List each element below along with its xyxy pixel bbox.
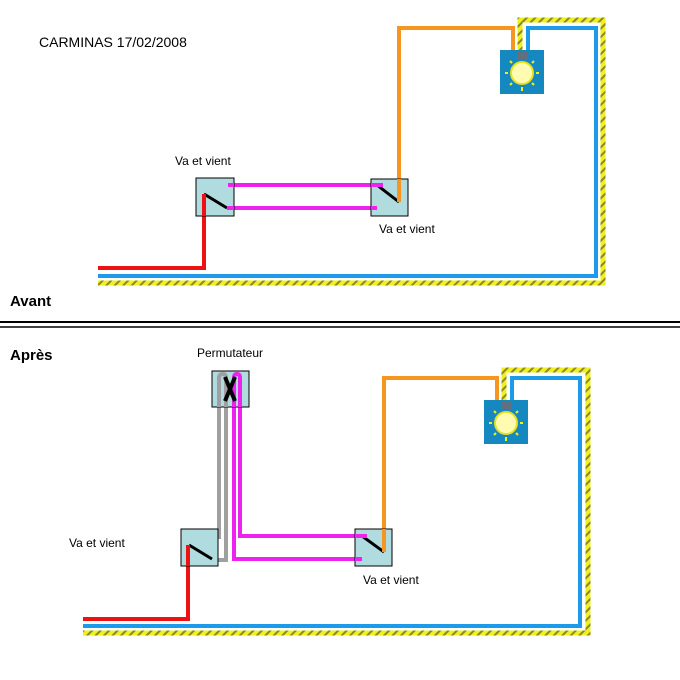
traveller-wire-magenta-2 xyxy=(238,378,367,538)
lamp-return-wire xyxy=(397,26,515,202)
after-switch-b-label: Va et vient xyxy=(363,573,419,587)
neutral-wire xyxy=(98,26,598,278)
before-diagram xyxy=(98,17,606,286)
neutral-wire xyxy=(83,376,582,628)
earth-wire xyxy=(83,367,591,636)
section-separator xyxy=(0,321,680,328)
intermediate-switch-label: Permutateur xyxy=(197,346,264,360)
before-switch-b-label: Va et vient xyxy=(379,222,435,236)
after-section-label: Après xyxy=(10,347,53,364)
lamp xyxy=(484,400,528,444)
earth-wire xyxy=(98,17,606,286)
switch-a xyxy=(195,177,235,217)
after-diagram xyxy=(83,367,591,636)
phase-wire xyxy=(98,196,206,270)
switch-b xyxy=(370,178,409,217)
diagram-title: CARMINAS 17/02/2008 xyxy=(39,34,187,50)
switch-b xyxy=(354,528,393,567)
lamp xyxy=(500,50,544,94)
traveller-wire-magenta-1 xyxy=(232,378,362,561)
switch-a xyxy=(180,528,219,567)
before-section-label: Avant xyxy=(10,293,52,310)
lamp-return-wire xyxy=(382,376,499,552)
before-switch-a-label: Va et vient xyxy=(175,154,231,168)
after-switch-a-label: Va et vient xyxy=(69,536,125,550)
intermediate-switch xyxy=(211,370,250,408)
phase-wire xyxy=(83,547,190,621)
